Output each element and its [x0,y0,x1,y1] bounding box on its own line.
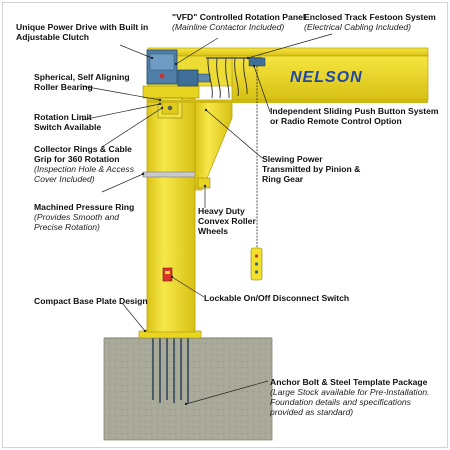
anchor-bolts [152,333,189,403]
leader-dots [141,56,256,406]
label-collector-rings: Collector Rings & Cable Grip for 360 Rot… [34,144,134,184]
slewing-brace [194,99,233,191]
brand-logo-text: NELSON [290,69,363,86]
convex-roller-wheels [197,177,211,189]
label-festoon: Enclosed Track Festoon System (Electrica… [304,12,436,32]
label-anchor-bolt: Anchor Bolt & Steel Template Package (La… [270,377,430,417]
vfd-rotation-panel [146,49,178,85]
label-disconnect-switch: Lockable On/Off Disconnect Switch [204,293,350,303]
label-base-plate: Compact Base Plate Design [34,296,148,306]
crane-mast [142,97,200,333]
label-spherical-bearing: Spherical, Self Aligning Roller Bearing [34,72,130,92]
label-push-button: Independent Sliding Push Button System o… [270,106,439,126]
label-power-drive: Unique Power Drive with Built in Adjusta… [16,22,149,42]
label-vfd-panel: "VFD" Controlled Rotation Panel (Mainlin… [172,12,306,32]
label-rotation-limit: Rotation Limit Switch Available [34,112,102,132]
leader-lines [81,33,333,405]
label-pressure-ring: Machined Pressure Ring (Provides Smooth … [34,202,135,232]
power-drive-motor [177,69,211,87]
label-slewing-power: Slewing Power Transmitted by Pinion & Ri… [262,154,361,184]
pendant-push-button [248,57,266,281]
label-roller-wheels: Heavy Duty Convex Roller Wheels [198,206,256,236]
